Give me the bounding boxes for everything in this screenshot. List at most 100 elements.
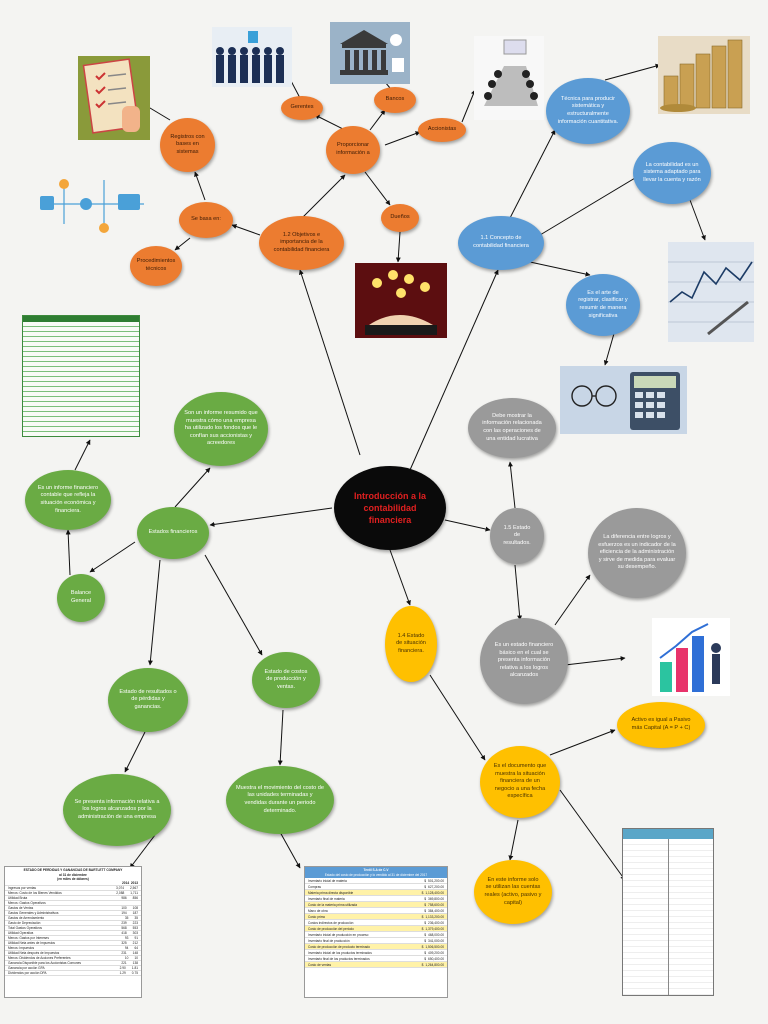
center-topic[interactable]: Introducción a la contabilidad financier… [334, 466, 446, 550]
checklist-icon [82, 58, 140, 134]
link-concepto-arte [529, 261, 591, 277]
node-registros[interactable]: Registros con bases en sistemas [160, 118, 215, 172]
meeting-icon [484, 39, 538, 106]
node-informe-contable[interactable]: Es un informe financiero contable que re… [25, 470, 111, 530]
link-proporcionar-bancos [369, 109, 386, 131]
income-row-2014: 221 [121, 961, 127, 965]
node-estado-costos[interactable]: Estado de costos de producción y ventas. [252, 652, 320, 708]
checklist-picture [78, 56, 150, 140]
cost-table-subtitle: Estado del costo de producción y lo vend… [305, 873, 447, 878]
node-informe-resumido[interactable]: Son un informe resumido que muestra cómo… [174, 392, 268, 466]
node-informe-contable-label: Es un informe financiero contable que re… [37, 484, 99, 514]
cost-row-value: 468,000.00 [428, 932, 444, 937]
table-row: Inventario inicial de los productos term… [305, 950, 447, 956]
node-bancos[interactable]: Bancos [374, 87, 416, 113]
link-resultados15-basico [514, 564, 523, 621]
cost-row-value: 384,400.00 [428, 908, 444, 913]
node-objetivos[interactable]: 1.2 Objetivos e importancia de la contab… [259, 216, 344, 270]
table-row: Inventario inicial de producción en proc… [305, 932, 447, 938]
link-center-concepto [409, 269, 499, 471]
node-sistema[interactable]: La contabilidad es un sistema adaptado p… [633, 142, 711, 204]
income-row-2014: 35 [124, 916, 129, 920]
link-estados-informe-resumido [174, 467, 211, 508]
balance-document-picture [622, 828, 714, 996]
node-muestra-mov-label: Muestra el movimiento del costo de las u… [236, 784, 324, 814]
cost-statement-table: Textil S.A de C.V Estado del costo de pr… [304, 866, 448, 998]
node-accionistas[interactable]: Accionistas [418, 118, 466, 142]
bank-icon [340, 30, 404, 75]
bank-picture [330, 22, 410, 84]
link-balance-informe-contable [65, 529, 71, 576]
income-table-header: 2014 2013 [5, 881, 141, 886]
node-estado-costos-label: Estado de costos de producción y ventas. [264, 668, 308, 690]
node-balance-general[interactable]: Balance General [57, 574, 105, 622]
income-row-2013: 212 [132, 941, 138, 945]
income-row-2014: 418 [121, 931, 127, 935]
income-row-2013: 223 [132, 921, 138, 925]
cost-row-currency: $ [421, 926, 424, 931]
income-statement-table: ESTADO DE PERDIDAS Y GANANCIAS DE BARTLE… [4, 866, 142, 998]
link-presenta-img [129, 834, 156, 869]
node-se-presenta[interactable]: Se presenta información relativa a los l… [63, 774, 171, 846]
bar-chart-icon [659, 623, 721, 692]
income-row-2014: 568 [121, 926, 127, 930]
income-row-2014: 3,074 [116, 886, 125, 890]
cost-row-currency: $ [424, 932, 427, 937]
node-gerentes[interactable]: Gerentes [281, 96, 323, 120]
node-diferencia[interactable]: La diferencia entre logros y esfuerzos e… [588, 508, 686, 598]
node-debe-mostrar-label: Debe mostrar la información relacionada … [482, 412, 542, 442]
table-row: Ganancia Disponible para los Accionistas… [5, 961, 141, 966]
income-row-2014: 325 [121, 941, 127, 945]
link-center-estados [209, 507, 333, 527]
link-duenos-img [395, 231, 401, 263]
link-resultados15-debe [508, 461, 516, 509]
income-row-label: Utilidad Neta después de Impuestos [8, 951, 60, 955]
node-activo-label: Activo es igual a Pasivo más Capital (A … [631, 717, 691, 731]
node-concepto[interactable]: 1.1 Concepto de contabilidad financiera [458, 216, 544, 270]
table-row: Costo de producción de producto terminad… [305, 944, 447, 950]
node-proporcionar[interactable]: Proporcionar información a [326, 126, 380, 174]
node-tecnica[interactable]: Técnica para producir sistemática y estr… [546, 78, 630, 144]
link-documento-informe [508, 819, 519, 861]
node-duenos[interactable]: Dueños [381, 204, 419, 232]
income-row-label: Dividendos por acción DPA [8, 971, 47, 975]
income-row-label: Total Gastos Operativos [8, 926, 43, 930]
table-row: Compras$627,200.00 [305, 884, 447, 890]
node-estado-resultados-15-label: 1.5 Estado de resultados. [503, 524, 531, 546]
flowchart-icon [40, 179, 144, 233]
node-debe-mostrar[interactable]: Debe mostrar la información relacionada … [468, 398, 556, 458]
node-se-basa[interactable]: Se basa en: [179, 202, 233, 238]
cost-row-value: 1,133,200.00 [425, 914, 444, 919]
node-documento[interactable]: Es el documento que muestra la situación… [480, 746, 560, 818]
cost-row-currency: $ [424, 950, 427, 955]
income-row-2013: 1.81 [131, 966, 138, 970]
income-row-label: Menos: Gastos por Intereses [8, 936, 49, 940]
node-muestra-mov[interactable]: Muestra el movimiento del costo de las u… [226, 766, 334, 834]
cost-row-label: Mano de obra [308, 908, 328, 913]
income-row-2013: 187 [132, 911, 138, 915]
node-estado-basico[interactable]: Es un estado financiero básico en el cua… [480, 618, 568, 704]
node-arte[interactable]: Es el arte de registrar, clasificar y re… [566, 274, 640, 336]
cost-row-label: Inventario final de producción [308, 938, 350, 943]
node-estado-resultados[interactable]: Estado de resultados o de pérdidas y gan… [108, 668, 188, 732]
node-estados-financieros[interactable]: Estados financieros [137, 507, 209, 559]
node-duenos-label: Dueños [390, 214, 410, 221]
node-informe-solo[interactable]: En este informe solo se utilizan las cue… [474, 860, 552, 924]
cost-row-currency: $ [421, 914, 424, 919]
node-situacion[interactable]: 1.4 Estado de situación financiera. [385, 606, 437, 682]
node-estado-resultados-15[interactable]: 1.5 Estado de resultados. [490, 508, 544, 564]
link-concepto-sistema [539, 174, 641, 236]
node-procedimientos[interactable]: Procedimientos técnicos [130, 246, 182, 286]
calculator-picture [560, 366, 687, 434]
income-row-2013: 303 [132, 931, 138, 935]
link-estados-balance [89, 541, 136, 573]
meeting-room-picture [474, 36, 544, 120]
node-activo[interactable]: Activo es igual a Pasivo más Capital (A … [617, 702, 705, 748]
link-concepto-tecnica [509, 129, 556, 219]
income-row-2013: 10 [134, 956, 138, 960]
cost-row-label: Inventario final de materia [308, 896, 345, 901]
